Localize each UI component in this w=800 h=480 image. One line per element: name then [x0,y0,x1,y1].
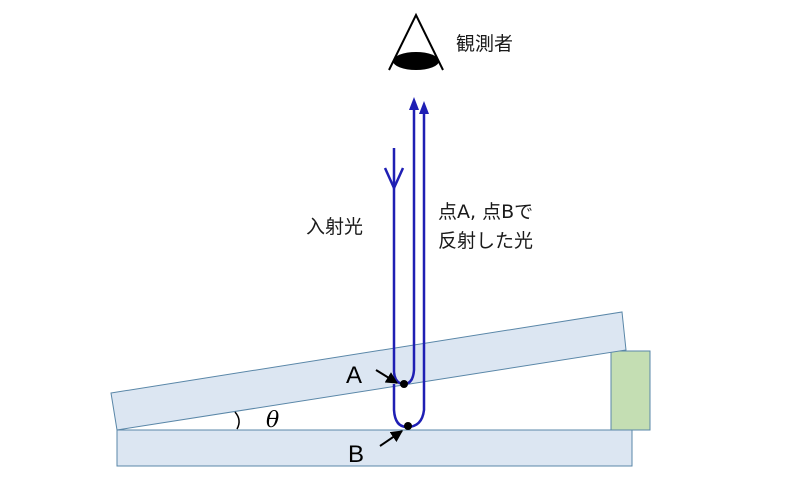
point-a-marker [400,380,408,388]
point-a-pointer [375,369,399,384]
top-glass-plate [110,311,627,431]
bottom-glass-plate [116,429,633,467]
point-a-label: A [346,362,362,389]
reflected-light-label-line2: 反射した光 [438,230,533,252]
point-b-marker [404,422,412,430]
angle-arc [234,411,240,430]
reflected-light-label-line1: 点A, 点Bで [438,201,533,223]
incident-light-label: 入射光 [306,216,363,238]
incident-light-ray [383,148,405,372]
spacer-block [610,350,651,431]
point-b-pointer [379,430,403,447]
observer-eye-icon [388,12,444,71]
point-b-label: B [348,441,364,468]
angle-theta-label: θ [266,408,279,433]
observer-label: 観測者 [456,33,513,55]
reflected-ray-a [392,97,419,386]
